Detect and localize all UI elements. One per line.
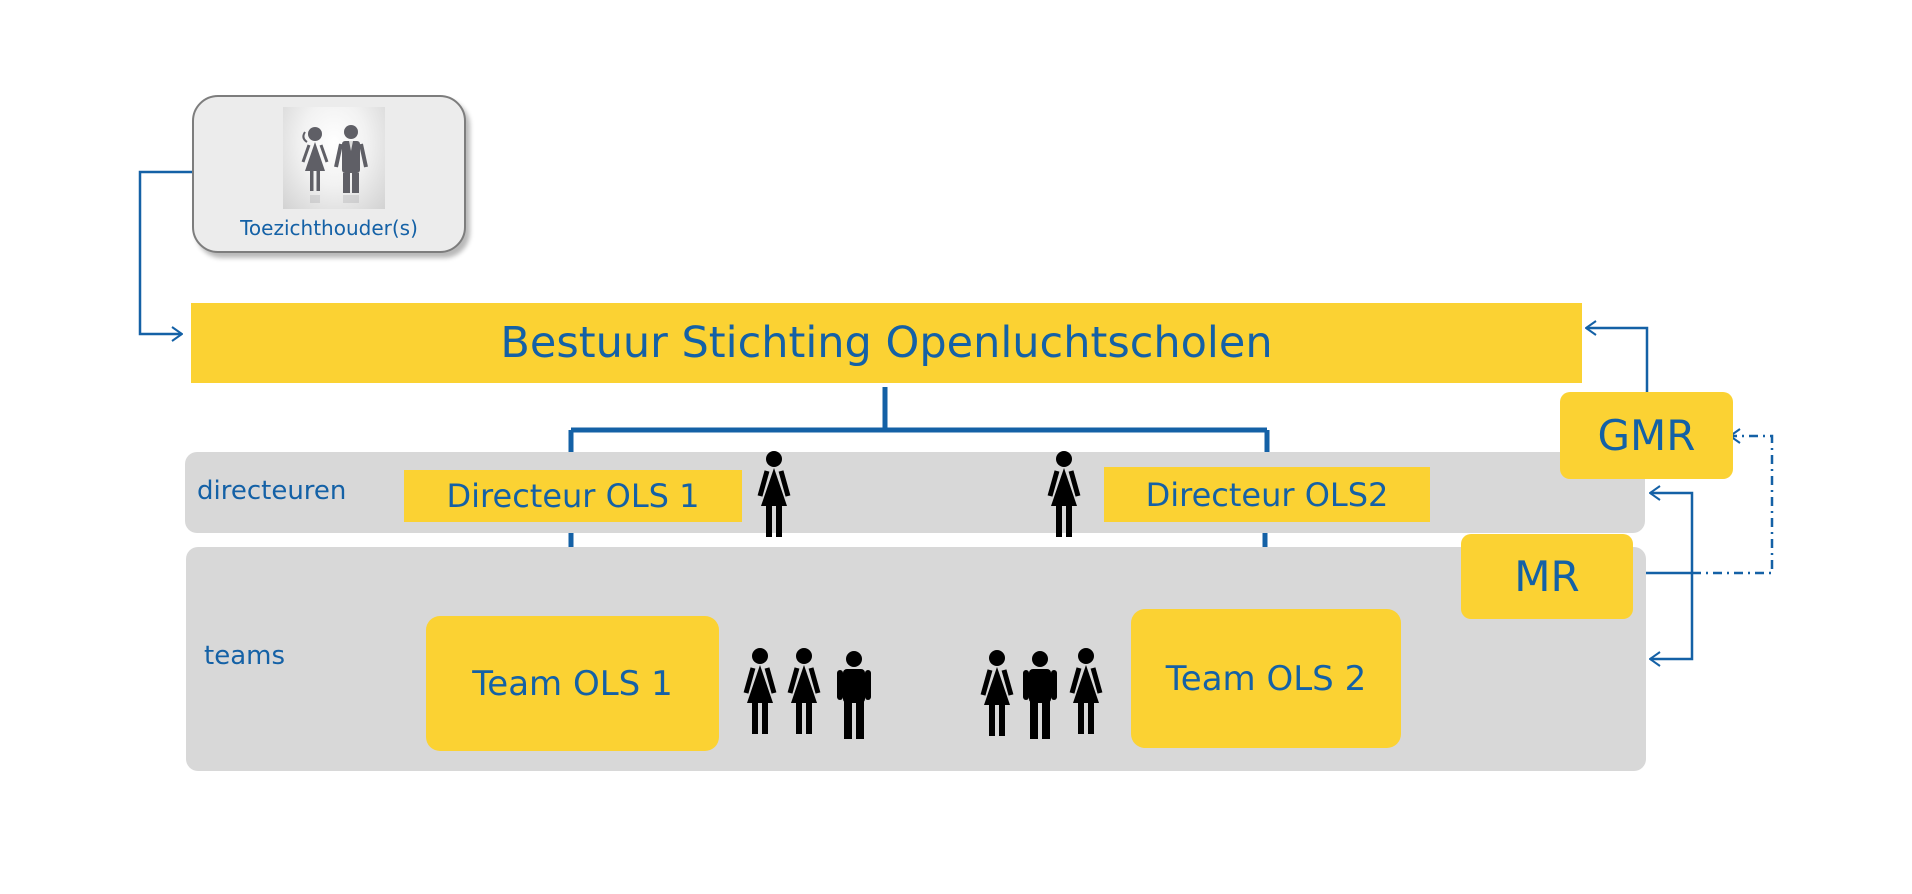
row-label-directors: directeuren xyxy=(197,476,347,506)
female-person-icon xyxy=(757,451,791,537)
director-box-1: Directeur OLS 1 xyxy=(404,470,742,522)
row-label-teams: teams xyxy=(204,641,285,671)
teams-band xyxy=(186,547,1646,771)
mr-box: MR xyxy=(1461,534,1633,619)
team-box-2: Team OLS 2 xyxy=(1131,609,1401,748)
supervisor-to-board-arrow xyxy=(138,170,193,334)
supervisors-icon xyxy=(283,107,385,209)
female-person-icon xyxy=(787,648,821,734)
mr-label: MR xyxy=(1514,552,1580,601)
board-to-directors-line xyxy=(568,387,1270,470)
board-label: Bestuur Stichting Openluchtscholen xyxy=(500,318,1273,368)
female-person-icon xyxy=(980,650,1014,736)
male-person-icon xyxy=(1023,651,1057,739)
board-box: Bestuur Stichting Openluchtscholen xyxy=(191,303,1582,383)
gmr-box: GMR xyxy=(1560,392,1733,479)
female-person-icon xyxy=(743,648,777,734)
male-person-icon xyxy=(837,651,871,739)
mr-to-teams-arrow xyxy=(1650,573,1694,659)
supervisor-label: Toezichthouder(s) xyxy=(240,216,418,240)
team-box-1: Team OLS 1 xyxy=(426,616,719,751)
female-person-icon xyxy=(1047,451,1081,537)
director-label-1: Directeur OLS 1 xyxy=(446,477,700,515)
female-person-icon xyxy=(1069,648,1103,734)
director-box-2: Directeur OLS2 xyxy=(1104,467,1430,522)
director-label-2: Directeur OLS2 xyxy=(1145,475,1389,514)
mr-to-gmr-dashed-arrow xyxy=(1692,436,1774,575)
team-label-2: Team OLS 2 xyxy=(1165,658,1367,699)
gmr-label: GMR xyxy=(1597,411,1696,460)
gmr-to-board-arrow xyxy=(1586,328,1649,392)
mr-to-directors-arrow xyxy=(1650,493,1694,573)
supervisor-card: Toezichthouder(s) xyxy=(192,95,466,253)
team-label-1: Team OLS 1 xyxy=(472,663,673,704)
